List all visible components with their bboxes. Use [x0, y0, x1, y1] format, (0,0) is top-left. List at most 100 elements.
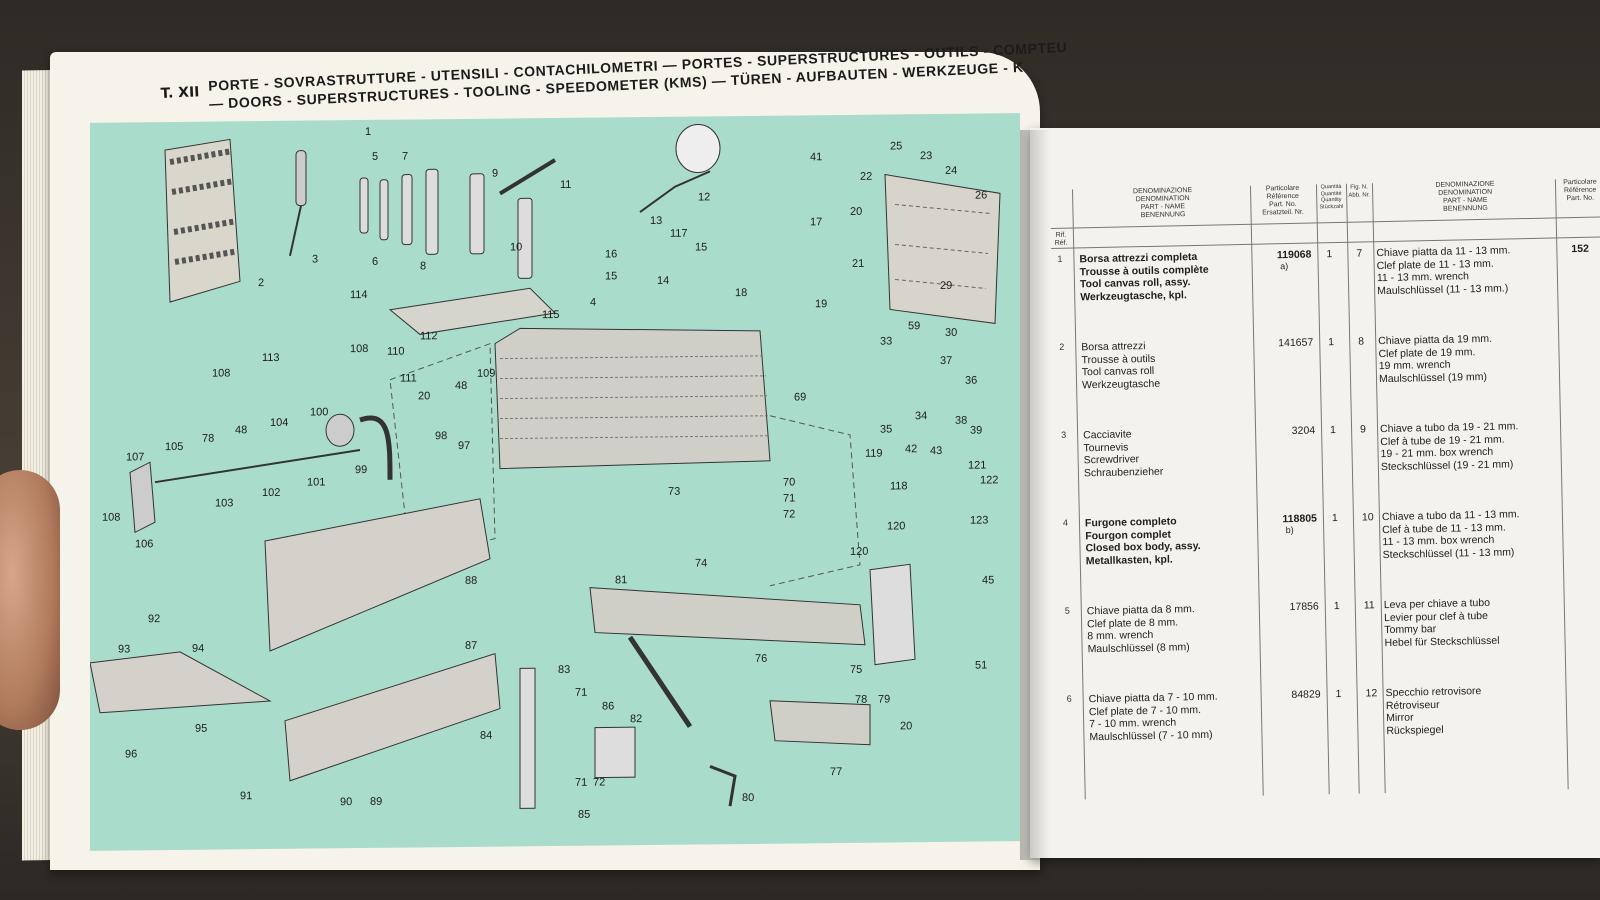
row-reference: 1 [1057, 253, 1063, 264]
callout-label: 35 [880, 423, 892, 435]
callout-label: 70 [783, 476, 795, 488]
row-part-number: 84829 [1266, 688, 1320, 701]
row-description-2: Chiave piatta da 19 mm. Clef plate de 19… [1378, 331, 1559, 385]
callout-label: 30 [945, 327, 957, 339]
box-body-illustration [389, 327, 861, 587]
callout-label: 91 [240, 790, 252, 802]
right-page [1030, 128, 1600, 858]
callout-label: 8 [420, 260, 426, 272]
callout-label: 86 [602, 700, 614, 712]
callout-label: 122 [980, 474, 998, 486]
callout-label: 10 [510, 241, 522, 253]
callout-label: 71 [575, 777, 587, 789]
row-figure: 8 [1358, 335, 1365, 348]
callout-label: 73 [668, 486, 680, 498]
tool-roll-illustration [164, 138, 241, 303]
callout-label: 71 [575, 687, 587, 699]
callout-label: 81 [615, 574, 627, 586]
callout-label: 14 [657, 275, 669, 287]
callout-label: 84 [480, 730, 492, 742]
book-gutter [1020, 130, 1050, 860]
callout-label: 108 [350, 343, 368, 355]
callout-label: 11 [560, 179, 571, 191]
row-reference: 5 [1064, 605, 1070, 616]
callout-label: 72 [783, 508, 795, 520]
row-part-number: 17856 [1264, 600, 1319, 614]
callout-label: 80 [742, 792, 754, 804]
callout-label: 90 [340, 796, 352, 808]
callout-label: 15 [605, 270, 617, 282]
callout-label: 24 [945, 165, 957, 177]
callout-label: 74 [695, 557, 707, 569]
row-description: Borsa attrezzi completa Trousse à outils… [1079, 250, 1250, 304]
row-description-2: Specchio retrovisore Rétroviseur Mirror … [1385, 683, 1566, 737]
callout-label: 71 [783, 492, 795, 504]
column-header-quantity: Quantità Quantité Quantity Stückzahl [1316, 184, 1347, 211]
row-description-2: Chiave piatta da 11 - 13 mm. Clef plate … [1376, 243, 1557, 297]
table-row: 6 Chiave piatta da 7 - 10 mm. Clef plate… [1061, 682, 1600, 789]
door-illustration [884, 173, 1001, 324]
wrenches-illustration [359, 158, 557, 279]
callout-label: 83 [558, 664, 570, 676]
row-quantity: 1 [1328, 336, 1335, 349]
callout-label: 48 [235, 424, 247, 436]
part-number-text: 118805 [1282, 512, 1318, 526]
row-quantity: 1 [1333, 600, 1340, 613]
header-text: Part. No. [1566, 194, 1595, 203]
row-part-number: 141657 [1258, 337, 1313, 350]
callout-label: 23 [920, 150, 932, 162]
row-description: Furgone completo Fourgon complet Closed … [1085, 514, 1256, 568]
row-part-number-2: 152 [1571, 242, 1590, 256]
header-text: Stückzahl [1319, 203, 1344, 210]
callout-label: 89 [370, 796, 382, 808]
row-reference: 6 [1066, 693, 1072, 704]
callout-label: 102 [262, 487, 280, 499]
row-figure: 10 [1361, 511, 1374, 524]
callout-label: 105 [165, 441, 183, 453]
column-header-part-number: Particolare Référence Part. No. Ersatzte… [1250, 184, 1316, 217]
row-description: Cacciavite Tournevis Screwdriver Schraub… [1083, 426, 1254, 480]
callout-label: 113 [262, 352, 280, 364]
callout-label: 15 [695, 241, 707, 253]
callout-label: 109 [477, 368, 495, 380]
row-figure: 11 [1363, 599, 1375, 612]
header-text: Abb. Nr. [1348, 192, 1371, 199]
callout-label: 96 [125, 748, 137, 760]
callout-label: 107 [126, 451, 144, 463]
callout-label: 2 [258, 277, 264, 289]
callout-label: 97 [458, 440, 470, 452]
part-number-text: 141657 [1278, 336, 1314, 350]
callout-label: 117 [670, 228, 688, 240]
column-header-figure: Fig. N. Abb. Nr. [1346, 183, 1372, 200]
column-header-part-number-2: Particolare Référence Part. No. [1555, 178, 1600, 203]
callout-label: 85 [578, 809, 590, 821]
row-quantity: 1 [1335, 688, 1342, 701]
callout-label: 103 [215, 497, 233, 509]
callout-label: 104 [270, 417, 288, 429]
part-number-text: 17856 [1289, 600, 1319, 614]
callout-label: 95 [195, 723, 207, 735]
callout-label: 17 [810, 216, 822, 228]
callout-label: 114 [350, 289, 368, 301]
callout-label: 106 [135, 538, 153, 550]
part-number-note: b) [1285, 524, 1294, 536]
row-part-number: 3204 [1260, 425, 1316, 438]
row-description: Chiave piatta da 7 - 10 mm. Clef plate d… [1089, 690, 1260, 744]
callout-label: 120 [850, 546, 868, 558]
callout-label: 22 [860, 171, 872, 183]
callout-label: 118 [890, 480, 908, 492]
side-panels-illustration [90, 498, 501, 782]
step-assembly-illustration [519, 563, 916, 809]
row-quantity: 1 [1329, 424, 1337, 437]
row-reference: 4 [1062, 517, 1069, 528]
callout-label: 92 [148, 613, 160, 625]
row-description-2: Leva per chiave a tubo Levier pour clef … [1384, 595, 1565, 649]
callout-label: 20 [900, 720, 912, 732]
callout-label: 18 [735, 287, 747, 299]
callout-label: 36 [965, 375, 977, 387]
callout-label: 82 [630, 713, 642, 725]
callout-label: 51 [975, 659, 987, 671]
hand-thumb [0, 470, 60, 730]
callout-label: 108 [212, 367, 230, 379]
